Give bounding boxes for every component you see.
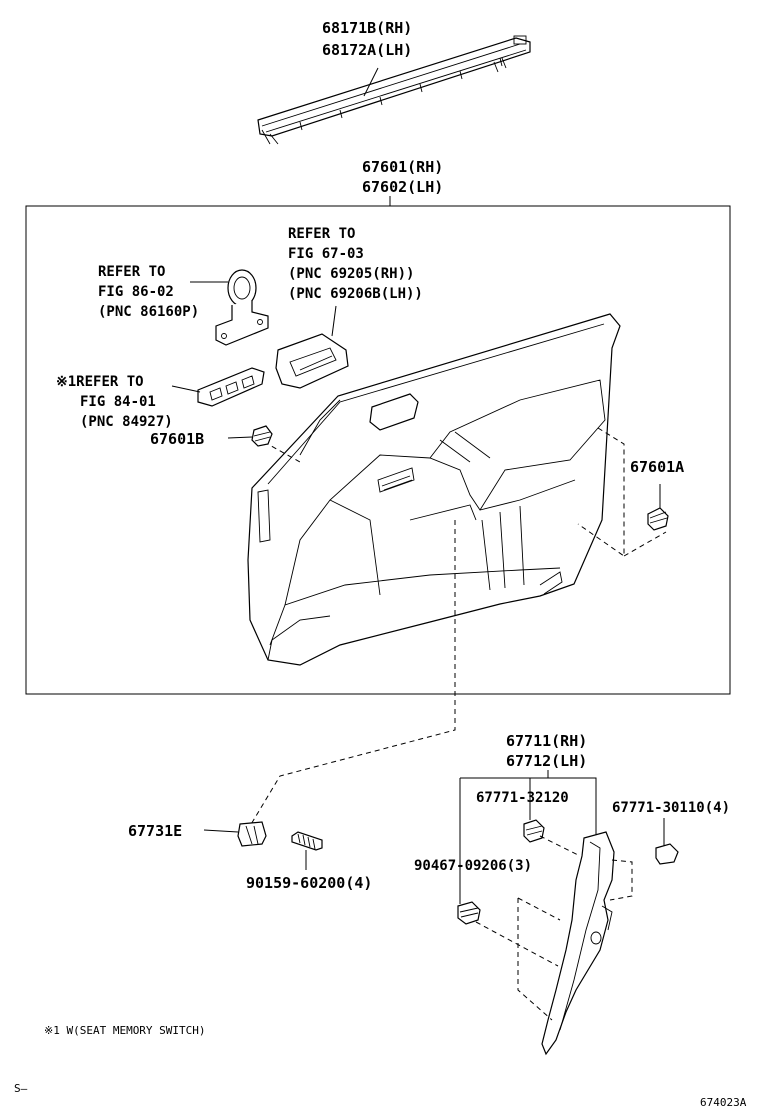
door-trim-panel — [247, 313, 621, 666]
refer-fig6703-line1: REFER TO — [288, 226, 355, 242]
leader-67601b — [227, 436, 253, 439]
refer-fig8602-line2: FIG 86-02 — [98, 284, 174, 300]
footnote: ※1 W(SEAT MEMORY SWITCH) — [44, 1024, 206, 1037]
refer-fig8401-line1: ※1REFER TO — [56, 374, 144, 390]
clip-67731e-part — [237, 821, 267, 847]
clip-67771-30110-part — [655, 843, 679, 865]
refer-fig6703-line4: (PNC 69206B(LH)) — [288, 286, 423, 302]
clip-67601b-part — [251, 425, 273, 447]
scuff-plate-part — [541, 831, 615, 1056]
label-67601: 67601(RH) — [362, 158, 443, 176]
leader-handle — [331, 305, 337, 337]
speaker-sub-part — [215, 269, 269, 346]
label-67771-32120: 67771-32120 — [476, 790, 569, 806]
clip-90467-part — [457, 901, 481, 925]
label-67711: 67711(RH) — [506, 732, 587, 750]
dash-scuff-plate — [475, 835, 633, 1021]
leader-belt-moulding — [363, 67, 379, 97]
leader-67731e — [203, 829, 239, 833]
refer-fig8602-line1: REFER TO — [98, 264, 165, 280]
leader-memory-switch — [171, 385, 201, 393]
label-67602: 67602(LH) — [362, 178, 443, 196]
belt-moulding-part — [257, 35, 531, 145]
refer-fig8401-line2: FIG 84-01 — [80, 394, 156, 410]
label-67601a: 67601A — [630, 458, 684, 476]
refer-fig8401-line3: (PNC 84927) — [80, 414, 173, 430]
label-67731e: 67731E — [128, 822, 182, 840]
clip-67601a-part — [647, 507, 669, 531]
screw-90159-part — [291, 831, 323, 851]
memory-switch-sub-part — [197, 367, 265, 407]
inside-handle-sub-part — [275, 333, 349, 389]
label-68172a: 68172A(LH) — [322, 41, 412, 59]
refer-fig6703-line2: FIG 67-03 — [288, 246, 364, 262]
figure-code: 674023A — [700, 1096, 747, 1109]
clip-67771-32120-part — [523, 819, 545, 843]
refer-fig6703-line3: (PNC 69205(RH)) — [288, 266, 414, 282]
label-67771-30110: 67771-30110(4) — [612, 800, 730, 816]
label-67601b: 67601B — [150, 430, 204, 448]
dash-67601b — [263, 441, 301, 463]
label-68171b: 68171B(RH) — [322, 19, 412, 37]
label-90159: 90159-60200(4) — [246, 874, 372, 892]
leader-67711-bracket — [459, 770, 597, 904]
refer-fig8602-line3: (PNC 86160P) — [98, 304, 199, 320]
dash-67731e — [249, 520, 456, 827]
label-90467: 90467-09206(3) — [414, 858, 532, 874]
label-67712: 67712(LH) — [506, 752, 587, 770]
trim-board-group-frame — [25, 205, 731, 695]
dash-67601a — [577, 427, 667, 557]
corner-mark: S— — [14, 1082, 28, 1095]
